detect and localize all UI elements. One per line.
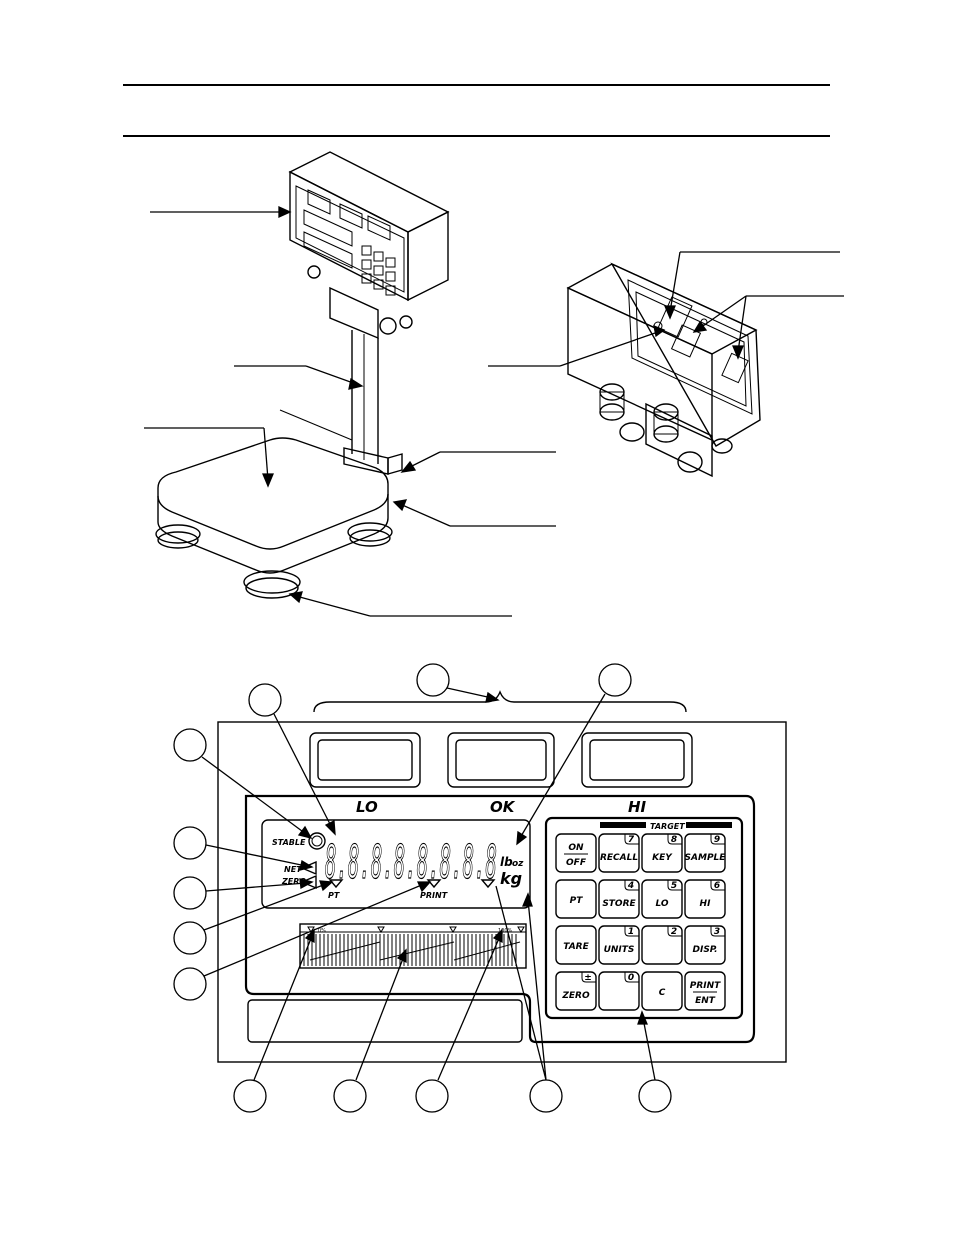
- bar-start-label: 0%: [318, 928, 326, 934]
- zone-hi-label: HI: [628, 798, 647, 816]
- key-face[interactable]: [555, 925, 597, 965]
- panel-callouts: [173, 663, 672, 1113]
- front-panel: [217, 721, 787, 1063]
- key-number: 7: [628, 835, 635, 845]
- key-label: LO: [655, 899, 668, 909]
- key-number: 9: [714, 835, 720, 845]
- key-number-tab: [624, 834, 639, 845]
- zero-indicator: [300, 874, 317, 890]
- panel-leader-lines: [201, 687, 656, 1081]
- key-number-tab: [710, 834, 725, 845]
- print-label: PRINT: [420, 891, 448, 900]
- scale-illustration: [155, 151, 450, 599]
- key-number: 6: [714, 881, 720, 891]
- bar-end-label: 100%: [498, 928, 513, 934]
- key-number-tab: [624, 880, 639, 891]
- keypad-key[interactable]: 2: [641, 925, 683, 965]
- key-sublabel: OFF: [566, 858, 587, 868]
- key-label: UNITS: [604, 945, 635, 955]
- key-number: 1: [628, 927, 634, 937]
- key-label: RECALL: [600, 853, 638, 863]
- key-number: 2: [671, 927, 677, 937]
- keypad-key[interactable]: ON OFF: [555, 833, 597, 873]
- key-label: DISP.: [693, 945, 718, 955]
- key-number-tab: [624, 972, 639, 983]
- zone-lo-label: LO: [356, 798, 378, 816]
- key-label: ON: [568, 843, 584, 853]
- stable-indicator: [308, 832, 326, 850]
- keypad-key[interactable]: 5LO: [641, 879, 683, 919]
- key-number: 3: [714, 927, 720, 937]
- target-label: TARGET: [650, 822, 685, 831]
- key-number: 5: [671, 881, 677, 891]
- top-callout-lines: [144, 205, 844, 617]
- key-number: 0: [628, 973, 634, 983]
- key-number-tab: [581, 972, 596, 983]
- keypad-key[interactable]: TARE: [555, 925, 597, 965]
- key-number-tab: [710, 926, 725, 937]
- key-face[interactable]: [555, 879, 597, 919]
- keypad-key[interactable]: 6HI: [684, 879, 726, 919]
- key-number: ±: [584, 973, 592, 983]
- pt-label: PT: [328, 891, 340, 900]
- key-label: STORE: [602, 899, 636, 909]
- key-label: SAMPLE: [685, 853, 727, 863]
- key-face[interactable]: [641, 971, 683, 1011]
- keypad-key[interactable]: C: [641, 971, 683, 1011]
- key-sublabel: ENT: [695, 996, 716, 1006]
- unit-lb-label: lb: [500, 855, 513, 869]
- key-number-tab: [624, 926, 639, 937]
- keypad-key[interactable]: 0: [598, 971, 640, 1011]
- keypad-key[interactable]: PT: [555, 879, 597, 919]
- key-label: C: [659, 988, 666, 998]
- key-number-tab: [710, 880, 725, 891]
- bar-graph: [303, 926, 525, 966]
- key-label: KEY: [652, 853, 673, 863]
- seven-segment-digits: 8.8.8.8.8.8.8.8: [325, 835, 497, 889]
- key-label: PT: [570, 896, 584, 906]
- key-label: ZERO: [561, 991, 590, 1001]
- key-label: PRINT: [690, 981, 721, 991]
- brace: [313, 690, 687, 713]
- zero-label: ZERO: [281, 877, 306, 886]
- pt-indicator: [328, 879, 344, 889]
- key-number: 4: [627, 881, 634, 891]
- keypad-key[interactable]: PRINT ENT: [684, 971, 726, 1011]
- stable-label: STABLE: [272, 838, 306, 847]
- key-number-tab: [667, 926, 682, 937]
- key-number-tab: [667, 834, 682, 845]
- key-face[interactable]: [555, 833, 597, 873]
- target-bar-left: [600, 822, 646, 828]
- keypad: ONOFF7RECALL8KEY9SAMPLEPT4STORE5LO6HITAR…: [555, 833, 727, 1011]
- key-number-tab: [667, 880, 682, 891]
- key-label: TARE: [563, 942, 589, 952]
- rear-view-illustration: [566, 262, 761, 478]
- unit-kg-label: kg: [500, 869, 522, 888]
- key-label: HI: [700, 899, 712, 909]
- zone-ok-label: OK: [490, 798, 516, 816]
- key-face[interactable]: [684, 971, 726, 1011]
- print-indicator: [426, 879, 442, 889]
- key-number: 8: [671, 835, 677, 845]
- net-label: NET: [284, 865, 302, 874]
- unit-oz-label: oz: [512, 859, 524, 869]
- target-bar-right: [686, 822, 732, 828]
- keypad-key[interactable]: ± ZERO: [555, 971, 597, 1011]
